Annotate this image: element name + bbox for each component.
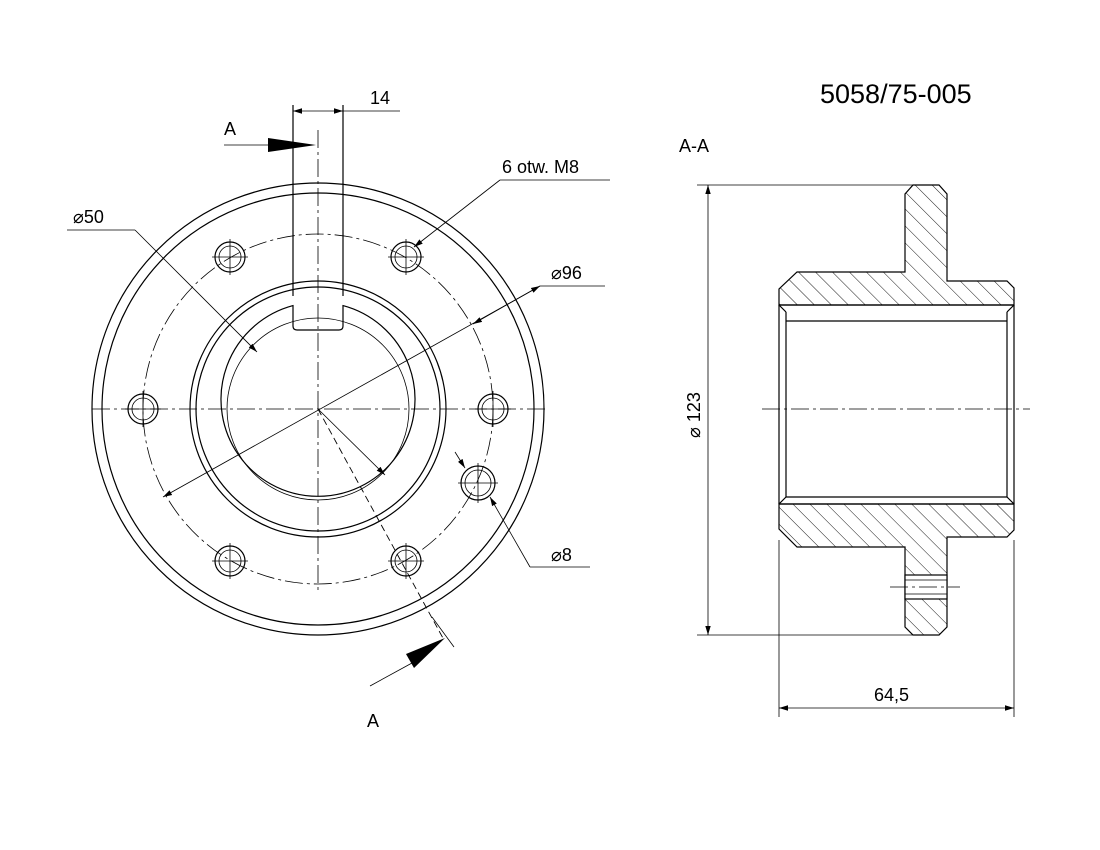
bolt-circle-diameter-label: ⌀96: [551, 263, 582, 283]
section-view: ⌀ 123 64,5 A-A: [679, 136, 1030, 717]
section-lower-wall: [778, 503, 1015, 636]
drawing-number: 5058/75-005: [820, 79, 972, 109]
bolt-hole: [388, 239, 424, 275]
bore-diameter-label: ⌀50: [73, 207, 104, 227]
cut-label-top: A: [224, 119, 236, 139]
section-title: A-A: [679, 136, 709, 156]
pin-hole: [458, 463, 498, 503]
cut-arrow-bottom: [406, 638, 445, 668]
bolt-hole: [125, 391, 161, 427]
cut-arrow-top: [268, 138, 316, 152]
bolt-hole: [475, 391, 511, 427]
cut-label-bottom: A: [367, 711, 379, 731]
bolt-hole: [388, 543, 424, 579]
bolt-hole: [212, 239, 248, 275]
front-view: 14 6 otw. M8 ⌀50 ⌀96 ⌀8 A A: [67, 88, 610, 731]
holes-note-label: 6 otw. M8: [502, 157, 579, 177]
section-upper-wall: [778, 184, 1015, 306]
length-label: 64,5: [874, 685, 909, 705]
hole-diameter-label: ⌀8: [551, 545, 572, 565]
outer-diameter-label: ⌀ 123: [684, 392, 704, 438]
bolt-hole: [212, 543, 248, 579]
cutting-plane-line: [317, 408, 445, 641]
keyway-width-label: 14: [370, 88, 390, 108]
